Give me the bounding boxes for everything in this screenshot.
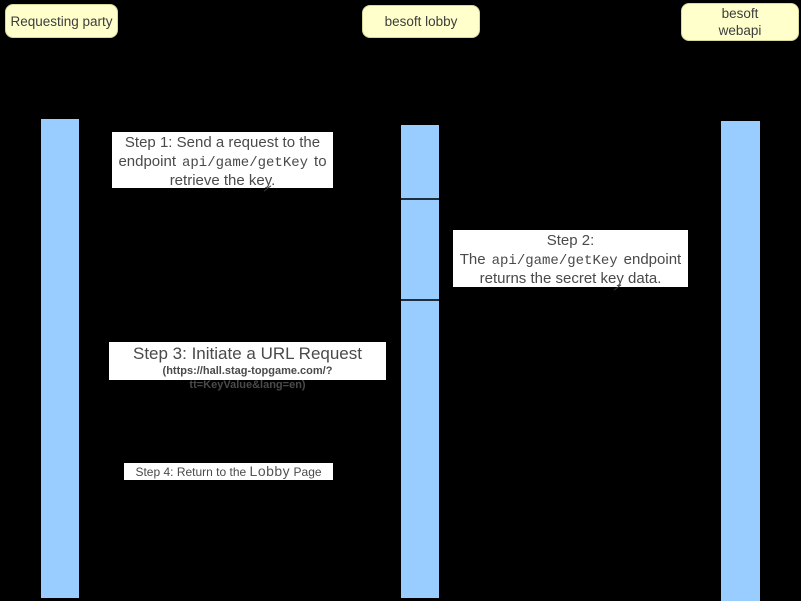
actor-besoft-lobby-label: besoft lobby [384,14,458,29]
step2-line2-post: endpoint [623,250,682,268]
step4-post: Page [290,465,322,479]
step1-line2-post: to [314,152,327,170]
step1-line1: Step 1: Send a request to the [124,134,321,151]
activation-bar-besoft-lobby [401,125,439,598]
step2-line3: returns the secret key data. [479,270,662,287]
actor-requesting-party-label: Requesting party [10,13,113,29]
step3-line1: Step 3: Initiate a URL Request [132,344,362,363]
step1-endpoint-code: api/game/getKey [182,154,309,171]
actor-requesting-party: Requesting party [5,4,118,38]
step3-url: (https://hall.stag-topgame.com/?tt=KeyVa… [162,365,333,391]
actor-besoft-lobby: besoft lobby [362,5,480,38]
actor-besoft-webapi-label-line2: webapi [718,23,762,38]
step2-endpoint-code: api/game/getKey [491,252,618,269]
step4-pre: Step 4: Return to the [135,465,250,479]
actor-besoft-webapi-label-line1: besoft [721,6,759,21]
actor-besoft-webapi: besoft webapi [681,3,799,41]
step4-lobby-word: Lobby [249,463,291,479]
step2-line2-pre: The [459,250,486,268]
step1-line3: retrieve the key. [169,172,276,189]
activation-bar-besoft-webapi [721,121,760,601]
activation-bar-divider [401,299,439,301]
message-label-step4: Step 4: Return to the Lobby Page [124,463,333,480]
step2-line1: Step 2: [546,232,595,249]
message-label-step3: Step 3: Initiate a URL Request (https://… [109,342,386,391]
activation-bar-requesting-party [41,119,79,598]
step1-line2-pre: endpoint [118,152,176,170]
message-label-step1: Step 1: Send a request to the endpoint ap… [112,132,333,189]
activation-bar-divider [401,198,439,200]
message-label-step2: Step 2: The api/game/getKey endpoint retur… [453,230,688,287]
